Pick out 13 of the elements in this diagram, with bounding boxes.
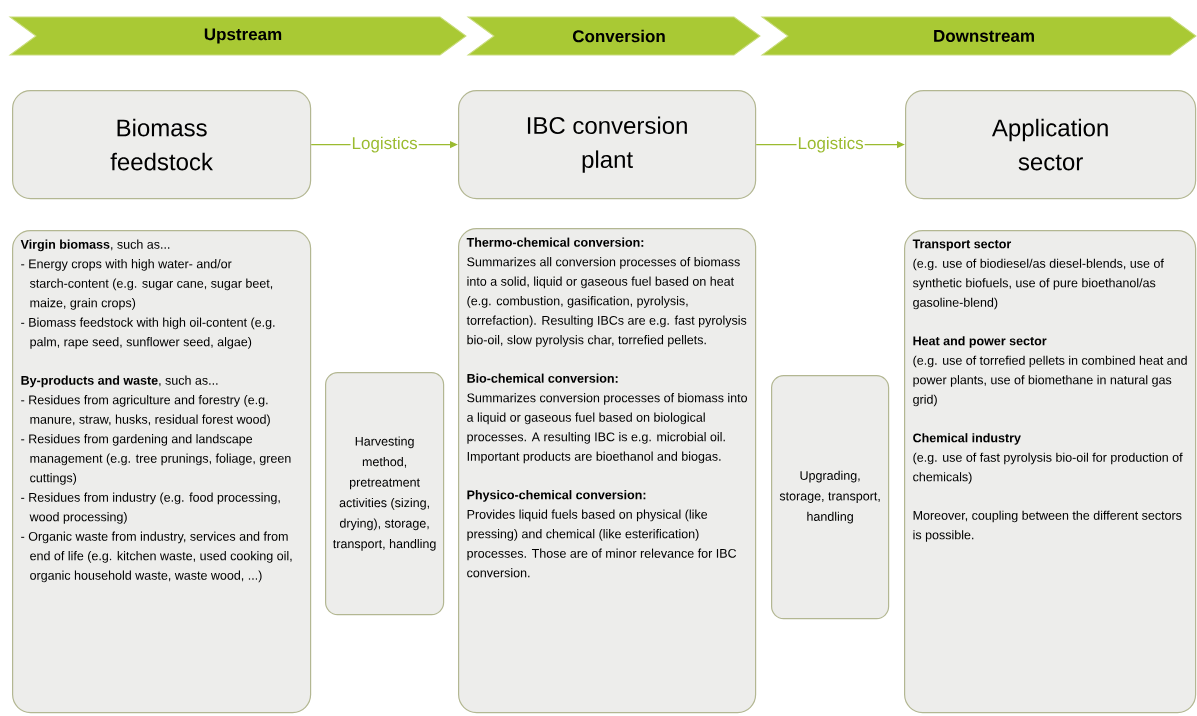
edge-label: Logistics bbox=[796, 135, 865, 154]
stage-banner: Upstream bbox=[9, 16, 467, 56]
description-box: Transport sector (e.g. use of biodiesel/as diesel-blends, use of synthetic biofuels, use of pure bioethanol/as gasoline-blend) Heat and power sector (e.g. use of torrefied pellets in combined heat and power plants, use of biomethane in natural gas grid) Chemical industry (e.g. use of fast pyrolysis bio-oil for production of chemicals) Moreover, coupling between the different sectors is possible. bbox=[904, 230, 1197, 714]
stage-box: IBC conversion plant bbox=[458, 90, 757, 200]
stage-banner: Conversion bbox=[467, 16, 761, 56]
stage-box: Biomass feedstock bbox=[12, 90, 312, 200]
description-box: Thermo-chemical conversion: Summarizes all conversion processes of biomass into a solid, liquid or gaseous fuel based on heat (e.g. combustion, gasification, pyrolysis, torrefaction). Resulting IBCs are e.g. fast pyrolysis bio-oil, slow pyrolysis char, torrefied pellets. Bio-chemical conversion: Summarizes conversion processes of biomass into a liquid or gaseous fuel based on biological processes. A resulting IBC is e.g. microbial oil. Important products are bioethanol and biogas. Physico-chemical conversion: Provides liquid fuels based on physical (like pressing) and chemical (like esterification) processes. Those are of minor relevance for IBC conversion. bbox=[458, 228, 757, 714]
logistics-box: Upgrading, storage, transport, handling bbox=[771, 375, 890, 620]
description-box: Virgin biomass, such as... - Energy crops with high water- and/or starch-content (e.g. sugar cane, sugar beet, maize, grain crops) - Biomass feedstock with high oil-content (e.g. palm, rape seed, sunflower seed, algae) By-products and waste, such as... - Residues from agriculture and forestry (e.g. manure, straw, husks, residual forest wood) - Residues from gardening and landscape management (e.g. tree prunings, foliage, green cuttings) - Residues from industry (e.g. food processing, wood processing) - Organic waste from industry, services and from end of life (e.g. kitchen waste, used cooking oil, organic household waste, waste wood, ...) bbox=[12, 230, 312, 714]
stage-banner: Downstream bbox=[761, 16, 1197, 56]
edge-label: Logistics bbox=[350, 135, 419, 154]
stage-box: Application sector bbox=[905, 90, 1197, 200]
logistics-box: Harvesting method, pretreatment activities (sizing, drying), storage, transport, handling bbox=[325, 372, 445, 616]
